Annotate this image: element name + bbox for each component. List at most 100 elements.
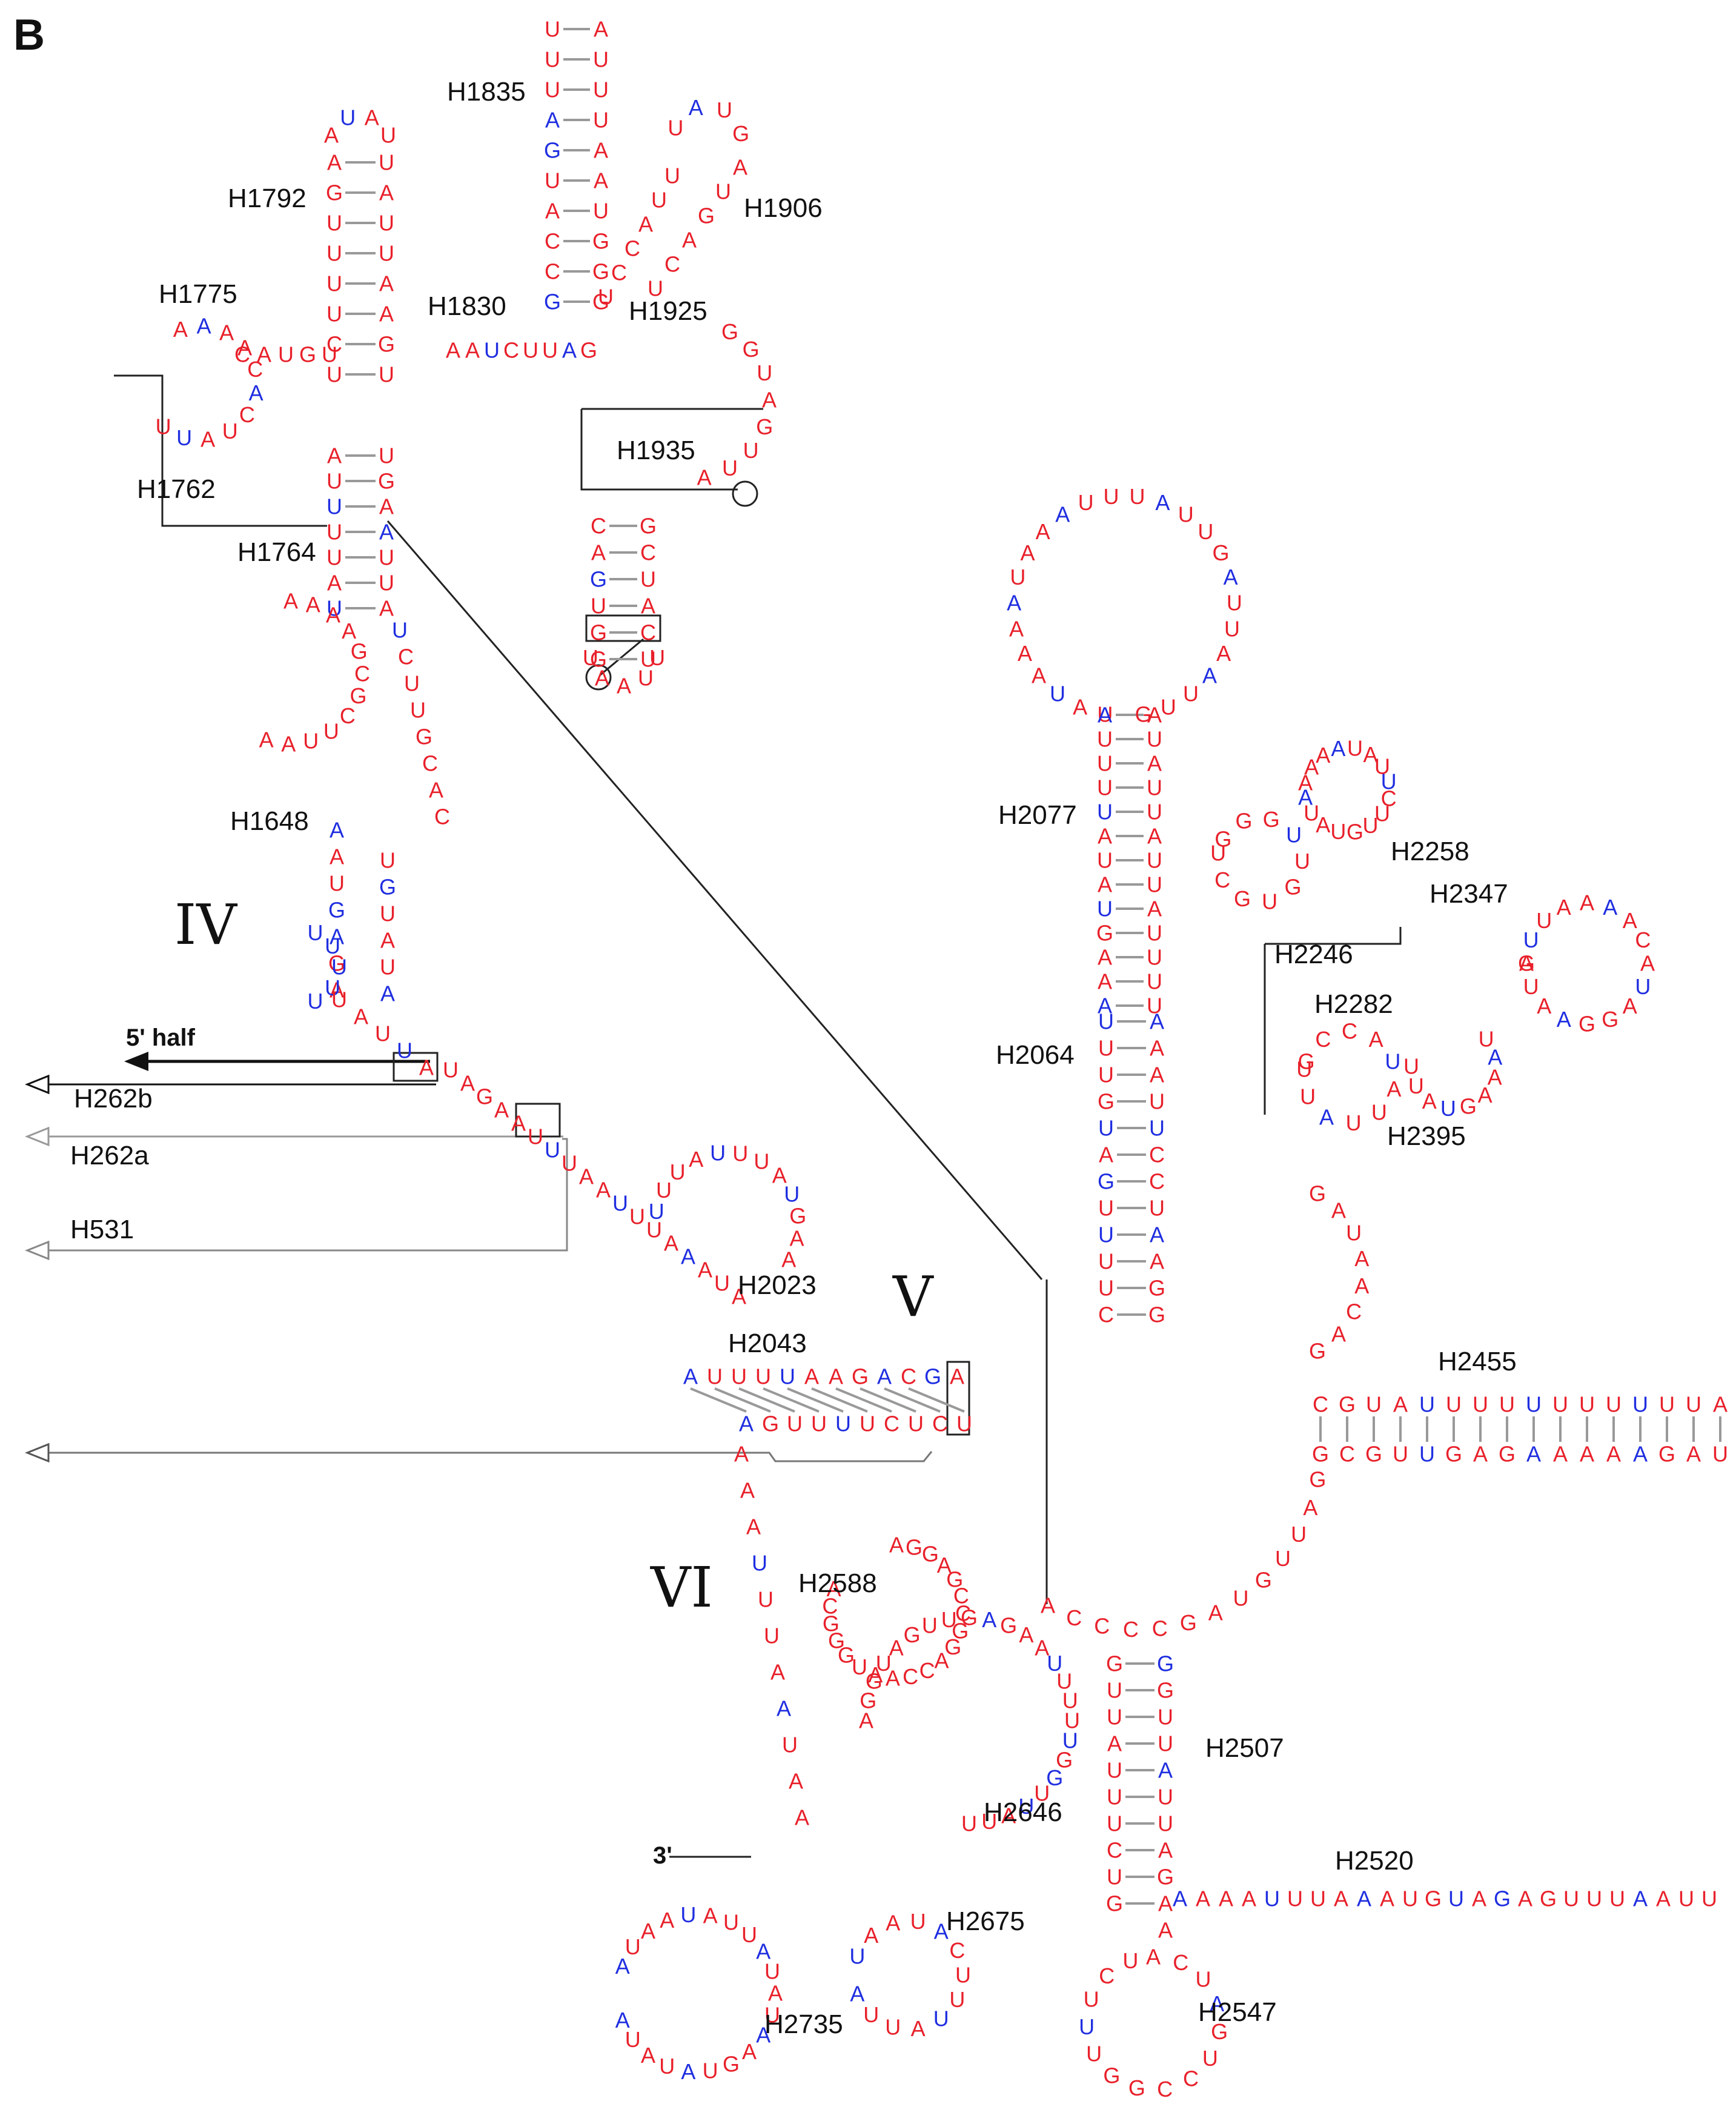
nucleotide-h2043_bot-9: U xyxy=(956,1412,972,1436)
nucleotide-domain6_ring-9: C xyxy=(1123,1617,1139,1642)
nucleotide-linker_56-1: A xyxy=(740,1478,755,1503)
nucleotide-h2507_r-6: U xyxy=(1158,1811,1173,1836)
nucleotide-linker_45-15: A xyxy=(698,1258,712,1283)
nucleotide-domain6_ring-4: G xyxy=(1255,1568,1272,1593)
nucleotide-h1792_l-3: U xyxy=(326,241,342,266)
nucleotide-h2547-5: U xyxy=(1202,2046,1218,2071)
nucleotide-h1648_r-4: U xyxy=(380,955,396,980)
nucleotide-h2455_top-14: U xyxy=(1686,1392,1701,1417)
nucleotide-h2455_bot-15: U xyxy=(1712,1442,1728,1467)
nucleotide-h2077_r-9: U xyxy=(1147,921,1162,946)
nucleotide-h1764_loop-4: G xyxy=(351,639,368,664)
nucleotide-h2507_r-10: A xyxy=(1158,1918,1173,1943)
nucleotide-h2077_l-4: U xyxy=(1097,800,1113,825)
nucleotide-h2455_top-2: U xyxy=(1366,1392,1382,1417)
nucleotide-h2455_loop-2: U xyxy=(1346,1220,1362,1245)
nucleotide-h1648_base-2: U xyxy=(375,1021,391,1046)
nucleotide-h1935_r-4: C xyxy=(640,620,656,645)
nucleotide-h2077_loop-7: U xyxy=(1010,565,1025,589)
nucleotide-h2455_loop-0: G xyxy=(1309,1181,1326,1206)
tertiary-connector-lines xyxy=(114,374,1402,1858)
nucleotide-linker_56-10: A xyxy=(795,1805,809,1830)
nucleotide-h1792_l-0: A xyxy=(327,150,342,175)
nucleotide-h2588-1: G xyxy=(906,1535,923,1559)
nucleotide-h2258-6: U xyxy=(1374,754,1390,778)
nucleotide-h1764_loop-5: C xyxy=(354,661,370,686)
base-pair-h2043_top-1 xyxy=(714,1387,771,1413)
nucleotide-h2675-11: U xyxy=(863,2002,879,2027)
label-h1935: H1935 xyxy=(617,436,695,465)
nucleotide-h1906_loop-2: U xyxy=(717,98,732,122)
nucleotide-h2507_r-3: U xyxy=(1158,1731,1173,1756)
three-prime-label: 3' xyxy=(653,1842,672,1869)
nucleotide-h1835_l-5: U xyxy=(545,168,560,193)
label-h2077: H2077 xyxy=(998,800,1077,830)
nucleotide-h2077_r-4: U xyxy=(1147,800,1162,825)
nucleotide-h2258-2: A xyxy=(1316,743,1330,768)
nucleotide-h2043_bot-0: A xyxy=(739,1412,754,1436)
nucleotide-h2520-18: U xyxy=(1586,1886,1602,1911)
nucleotide-h2347-12: G xyxy=(1579,1012,1595,1037)
nucleotide-h2023-4: U xyxy=(710,1140,726,1165)
nucleotide-h1792_r-5: A xyxy=(379,302,394,327)
label-h2347: H2347 xyxy=(1430,879,1508,909)
nucleotide-h1830_l-7: G xyxy=(580,338,597,363)
box-gu-h1935 xyxy=(585,614,661,642)
nucleotide-h2064_r-10: G xyxy=(1148,1276,1165,1301)
nucleotide-h2646-10: G xyxy=(1000,1613,1017,1638)
nucleotide-h2520-23: U xyxy=(1701,1886,1717,1911)
nucleotide-h1835_l-3: A xyxy=(545,108,560,133)
arrow-domain-v-head xyxy=(24,1442,50,1463)
label-h2675: H2675 xyxy=(946,1906,1025,1936)
nucleotide-h2246-8: C xyxy=(1214,868,1230,892)
nucleotide-h2347-14: A xyxy=(1537,994,1551,1018)
nucleotide-h1775_loop-9: U xyxy=(176,425,192,450)
nucleotide-h2547-3: A xyxy=(1210,1991,1224,2016)
label-h2064: H2064 xyxy=(996,1040,1075,1070)
connector-h1762 xyxy=(114,374,327,527)
nucleotide-h2023-11: A xyxy=(781,1247,796,1272)
base-pair-h2043_top-7 xyxy=(860,1387,916,1413)
nucleotide-h2588-15: G xyxy=(838,1643,855,1668)
nucleotide-h1792_l-4: U xyxy=(326,271,342,296)
nucleotide-h2077_loop-25: G xyxy=(1135,702,1152,727)
nucleotide-h2064_l-2: U xyxy=(1098,1063,1114,1087)
nucleotide-h2077_loop-23: U xyxy=(1183,682,1199,706)
nucleotide-h2646-3: U xyxy=(876,1651,892,1676)
nucleotide-h2258-4: U xyxy=(1347,736,1363,761)
nucleotide-h2077_l-2: U xyxy=(1097,751,1113,776)
nucleotide-h2455_top-1: G xyxy=(1339,1392,1356,1417)
nucleotide-h2077_loop-16: U xyxy=(1198,519,1213,544)
base-pair-h2043_top-0 xyxy=(690,1387,747,1413)
nucleotide-h2646-21: U xyxy=(1018,1794,1034,1819)
nucleotide-h1775_stem-0: C xyxy=(234,342,250,367)
nucleotide-h1906_loop-0: U xyxy=(668,115,683,140)
nucleotide-h2043_top-1: U xyxy=(707,1364,723,1389)
nucleotide-h2455_loop-7: G xyxy=(1309,1338,1326,1363)
nucleotide-h2520-11: G xyxy=(1425,1886,1442,1911)
nucleotide-h2077_r-10: U xyxy=(1147,945,1162,970)
nucleotide-h1906_r-3: A xyxy=(682,228,697,253)
nucleotide-h2520-20: A xyxy=(1633,1886,1648,1911)
nucleotide-h1835_r-3: U xyxy=(593,108,609,133)
nucleotide-h2023-3: A xyxy=(689,1147,703,1172)
nucleotide-h2507_r-9: A xyxy=(1158,1891,1173,1916)
nucleotide-h2588-10: C xyxy=(919,1658,935,1683)
label-h1906: H1906 xyxy=(744,193,823,223)
nucleotide-h1762_l-4: U xyxy=(326,545,342,570)
nucleotide-h2395-3: A xyxy=(1478,1083,1492,1107)
nucleotide-h2395-6: A xyxy=(1422,1089,1437,1113)
nucleotide-linker_45-14: A xyxy=(681,1244,695,1269)
nucleotide-h2646-20: U xyxy=(1034,1781,1050,1806)
nucleotide-h1762_r-2: A xyxy=(379,494,394,519)
nucleotide-h2646-9: A xyxy=(982,1607,996,1632)
nucleotide-h1935_loop-2: A xyxy=(617,674,631,698)
nucleotide-h2520-5: U xyxy=(1287,1886,1303,1911)
base-pair-h2043_top-4 xyxy=(787,1387,844,1413)
nucleotide-h2282-6: U xyxy=(1371,1100,1387,1125)
arrow-h262a-head xyxy=(24,1126,50,1147)
nucleotide-h2043_top-7: G xyxy=(852,1364,869,1389)
nucleotide-h2455_top-13: U xyxy=(1659,1392,1675,1417)
nucleotide-h2064_r-3: U xyxy=(1149,1089,1165,1114)
nucleotide-h2547-9: G xyxy=(1103,2063,1120,2088)
